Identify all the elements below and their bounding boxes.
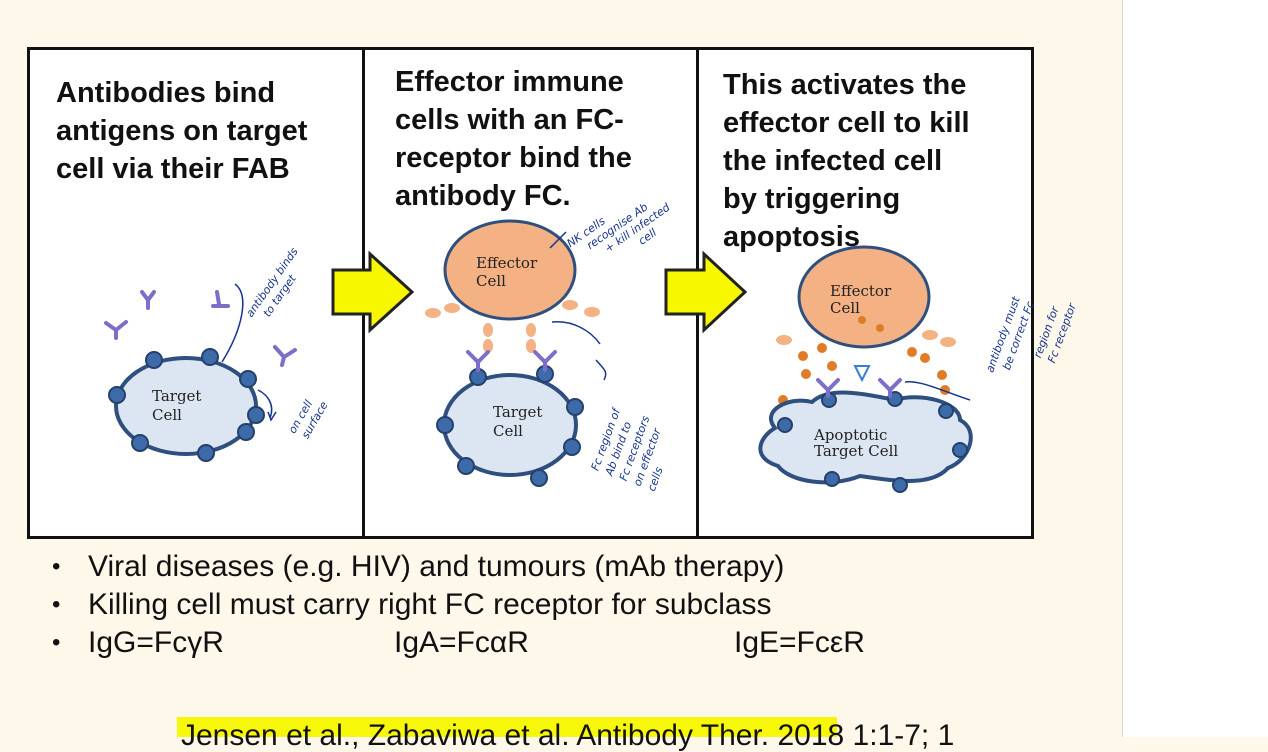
panel-apoptosis: This activates the effector cell to kill… xyxy=(699,50,1031,536)
bullet-item: •Viral diseases (e.g. HIV) and tumours (… xyxy=(52,550,785,583)
apoptotic-cell-label-2: Target Cell xyxy=(814,442,898,460)
panel-2-title: Effector immune cells with an FC- recept… xyxy=(395,66,632,212)
apoptotic-cell: Apoptotic Target Cell xyxy=(758,390,973,493)
note-on-cell-surface: on cell surface xyxy=(286,398,331,441)
target-cell-label-4: Cell xyxy=(493,422,523,440)
effector-cell-label-1: Effector xyxy=(476,254,538,272)
panel-1-title: Antibodies bind antigens on target cell … xyxy=(56,77,308,185)
arrow-right-2 xyxy=(664,250,748,334)
target-cell-1: Target Cell xyxy=(108,348,265,462)
note-nk-cells: NK cells recognise Ab + kill infected ce… xyxy=(564,200,673,255)
apoptotic-cell-label-1: Apoptotic xyxy=(813,426,887,444)
panel-3-title: This activates the effector cell to kill… xyxy=(723,69,970,253)
handwritten-annotations xyxy=(221,231,971,422)
effector-cell-label-4: Cell xyxy=(830,299,860,317)
receptor-iga: IgA=FcαR xyxy=(394,626,529,659)
effector-cell-3: Effector Cell xyxy=(776,245,956,405)
panel-antibody-binding: Antibodies bind antigens on target cell … xyxy=(30,50,365,536)
receptor-igg: IgG=FcγR xyxy=(88,626,224,659)
target-cell-label-2: Cell xyxy=(152,406,182,424)
bound-antibodies-2 xyxy=(466,350,557,372)
effector-cell-label-2: Cell xyxy=(476,272,506,290)
citation-highlight: Jensen et al., Zabaviwa et al. Antibody … xyxy=(177,717,954,751)
right-margin xyxy=(1122,0,1268,737)
bullet-item: •Killing cell must carry right FC recept… xyxy=(52,588,772,621)
effector-cell-2: Effector Cell xyxy=(425,219,600,353)
target-cell-label-1: Target xyxy=(152,387,201,405)
note-antibody-binds: antibody binds to target xyxy=(243,245,301,319)
target-cell-2: Target Cell xyxy=(436,365,584,487)
receptor-ige: IgE=FcεR xyxy=(734,626,865,659)
panel-fc-receptor-binding: Effector immune cells with an FC- recept… xyxy=(365,50,699,536)
arrow-right-1 xyxy=(331,250,415,334)
diagram-illustrations: Target Cell Effector Cell Target Cell xyxy=(104,200,1079,493)
target-cell-label-3: Target xyxy=(493,403,542,421)
bound-antibodies-3 xyxy=(816,365,902,398)
note-fc-region: Fc region of Ab bind to Fc receptors on … xyxy=(589,405,666,493)
citation-text: Jensen et al., Zabaviwa et al. Antibody … xyxy=(181,719,955,752)
note-correct-fc: antibody must be correct Fc region for F… xyxy=(983,294,1079,374)
effector-cell-label-3: Effector xyxy=(830,282,892,300)
bullet-list: •Viral diseases (e.g. HIV) and tumours (… xyxy=(52,548,865,662)
free-antibodies xyxy=(104,290,297,367)
